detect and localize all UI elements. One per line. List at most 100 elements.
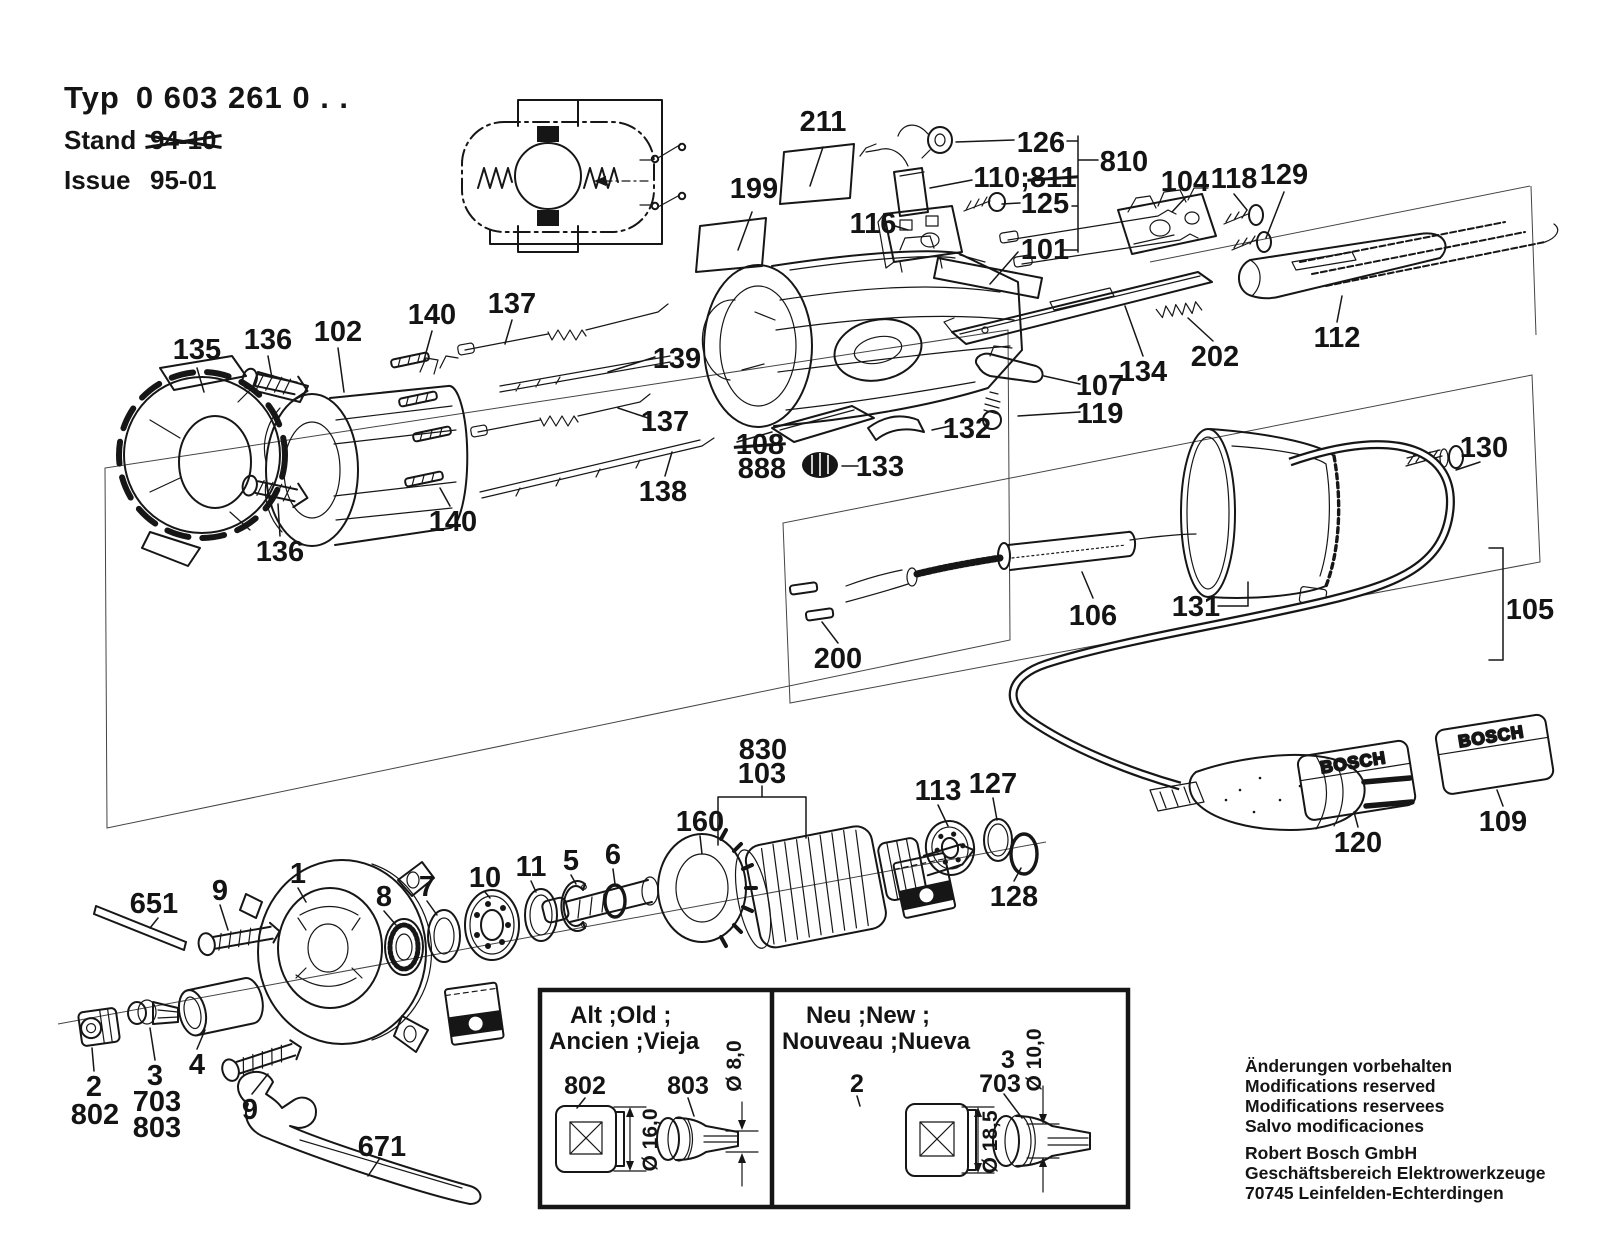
issue-value: 95-01 — [150, 165, 217, 195]
footer-line: Modifications reservees — [1245, 1096, 1445, 1116]
ring-8 — [384, 918, 424, 976]
brush-110 — [859, 143, 929, 217]
part-label-108: 108 — [735, 429, 785, 461]
part-label-105: 105 — [1505, 594, 1555, 626]
part-label-5: 5 — [562, 845, 580, 877]
screw-129 — [1231, 231, 1272, 253]
part-label-102: 102 — [313, 316, 363, 348]
part-label-136: 136 — [255, 536, 305, 568]
part-label-651: 651 — [129, 888, 179, 920]
screw-9-bottom — [221, 1039, 302, 1082]
part-label-129: 129 — [1259, 159, 1309, 191]
part-label-113: 113 — [914, 775, 962, 807]
part-label-10: 10 — [468, 862, 502, 894]
typ-label: Typ — [64, 80, 120, 115]
rod-139 — [499, 355, 671, 393]
part-label-810: 810 — [1099, 146, 1149, 178]
part-label-106: 106 — [1068, 600, 1118, 632]
part-label-671: 671 — [357, 1131, 407, 1163]
inset-dim-8 — [725, 1101, 759, 1187]
screw-9-top — [197, 921, 281, 957]
plate-108 — [771, 405, 875, 443]
ring-6 — [603, 883, 627, 919]
brush-wire-137-mid — [470, 393, 651, 438]
grease-pack-rear — [892, 852, 957, 919]
part-label-2: 2 — [85, 1071, 103, 1103]
grommet-133 — [802, 452, 838, 478]
part-label-138: 138 — [638, 476, 688, 508]
inset-new-part-b-dim: Ø 10,0 — [1023, 1028, 1046, 1091]
issue-label: Issue — [64, 165, 131, 195]
footer-line: Geschäftsbereich Elektrowerkzeuge — [1245, 1163, 1546, 1183]
part-label-802: 802 — [70, 1099, 120, 1131]
part-label-103: 103 — [737, 758, 787, 790]
screw-118 — [1223, 204, 1264, 226]
sleeve-4 — [177, 977, 264, 1037]
inset-old-title-1: Alt ;Old ; — [570, 1002, 672, 1029]
type-number-row: Typ 0 603 261 0 . . — [64, 80, 349, 116]
typ-value: 0 603 261 0 . . — [135, 80, 350, 115]
part-label-120: 120 — [1333, 827, 1383, 859]
lever-107 — [974, 345, 1044, 383]
part-label-137: 137 — [640, 406, 690, 438]
part-label-6: 6 — [604, 839, 622, 871]
part-label-4: 4 — [188, 1049, 206, 1081]
slide-bar-134 — [943, 271, 1213, 345]
part-label-119: 119 — [1076, 398, 1124, 430]
motor-wiring-schematic — [461, 99, 687, 253]
switch-116 — [877, 205, 963, 273]
part-label-830: 830 — [738, 734, 788, 766]
stand-row: Stand 94-10 — [64, 125, 349, 156]
part-label-1: 1 — [289, 858, 307, 890]
inset-dim-16 — [613, 1106, 647, 1172]
inset-old-collet-803 — [656, 1116, 739, 1162]
inset-box: 802 803 Ø 16,0 Ø 8,0 2 3 703 Ø 18,5 Ø 10… — [537, 987, 1131, 1210]
inset-new-part-a-dim: Ø 18,5 — [979, 1110, 1002, 1173]
part-label-134: 134 — [1118, 356, 1168, 388]
wire-assembly-top — [999, 209, 1199, 268]
part-label-132: 132 — [942, 413, 992, 445]
washer-127 — [983, 818, 1013, 862]
part-label-136: 136 — [243, 324, 293, 356]
part-label-116: 116 — [849, 208, 897, 240]
plate-199 — [695, 217, 767, 273]
inset-old-part-a-number: 802 — [564, 1072, 606, 1100]
part-label-140: 140 — [407, 299, 457, 331]
bearing-flange-1 — [239, 859, 435, 1053]
screw-119 — [982, 391, 1002, 430]
part-label-118: 118 — [1210, 163, 1258, 195]
inset-old-block-802 — [555, 1105, 625, 1173]
housing-101 — [701, 235, 1043, 428]
rod-651 — [93, 905, 187, 951]
screw-136-bottom — [241, 474, 309, 509]
inset-new-part-b-number-1: 3 — [1001, 1046, 1015, 1074]
part-label-104: 104 — [1160, 166, 1210, 198]
circlip-5 — [560, 880, 587, 932]
part-label-211: 211 — [799, 106, 847, 138]
inset-old-part-b-dim: Ø 8,0 — [723, 1040, 746, 1091]
footer-line: Robert Bosch GmbH — [1245, 1143, 1418, 1163]
pins-200 — [788, 581, 835, 622]
bosch-sticker-109: BOSCH — [1434, 713, 1555, 795]
part-label-109: 109 — [1478, 806, 1528, 838]
washer-7 — [427, 909, 461, 963]
footer-line: Salvo modificaciones — [1245, 1116, 1424, 1136]
inset-new-title-1: Neu ;New ; — [806, 1002, 931, 1029]
footer-line: Modifications reserved — [1245, 1076, 1436, 1096]
inset-new-title-2: Nouveau ;Nueva — [782, 1028, 971, 1055]
part-label-199: 199 — [729, 173, 779, 205]
part-label-11: 11 — [515, 851, 547, 883]
footer-block: Änderungen vorbehalten Modifications res… — [1245, 1056, 1546, 1203]
part-label-133: 133 — [855, 451, 905, 483]
clip-132 — [867, 415, 925, 441]
rod-138 — [479, 437, 715, 499]
stand-value: 94-10 — [150, 125, 217, 155]
brush-holder-104 — [1117, 187, 1217, 255]
ring-128 — [1009, 832, 1039, 876]
part-label-135: 135 — [172, 334, 222, 366]
inset-old-title-2: Ancien ;Vieja — [549, 1028, 700, 1055]
nut-2 — [77, 1007, 121, 1047]
screw-136-top — [241, 367, 309, 402]
